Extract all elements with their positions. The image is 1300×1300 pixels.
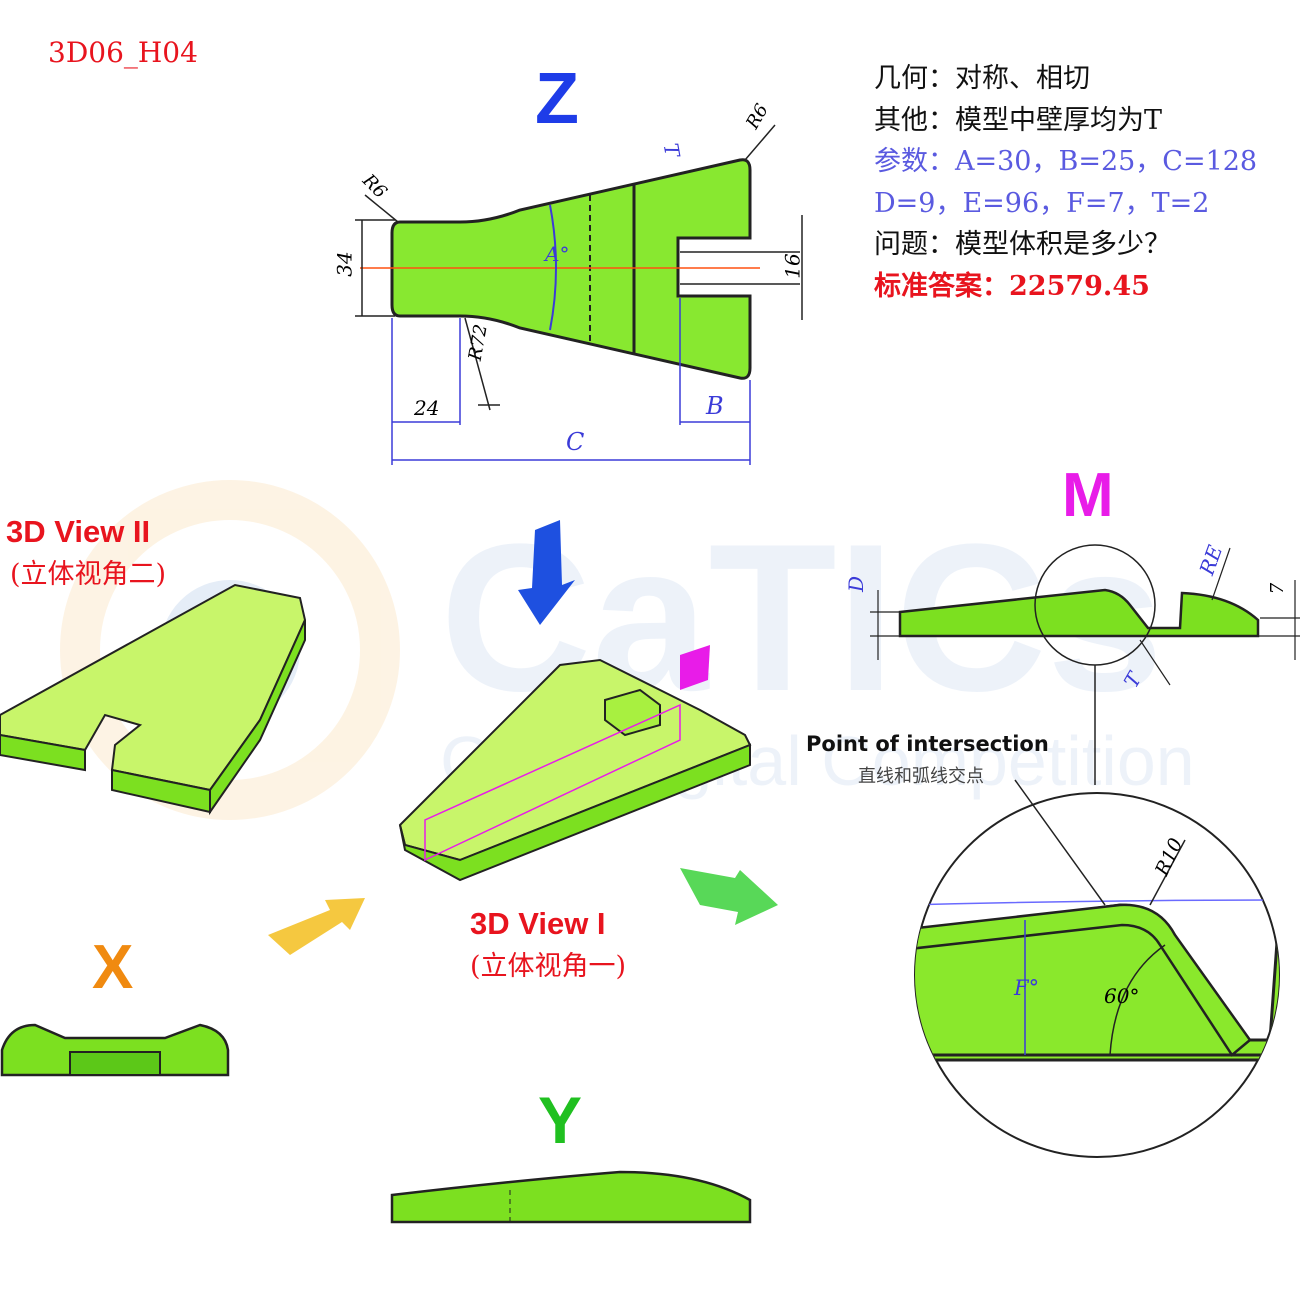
dim-detail-f: F° (1014, 976, 1040, 1000)
info-answer: 标准答案：22579.45 (874, 270, 1150, 302)
dim-detail-60: 60° (1104, 984, 1140, 1008)
x-view (0, 1023, 230, 1077)
dim-m-d: D (844, 575, 869, 593)
dim-a-angle: A° (545, 242, 570, 266)
view1-shape (398, 645, 752, 882)
detail-subtitle: 直线和弧线交点 (858, 766, 984, 787)
top-view-z (355, 124, 803, 465)
drawing-id: 3D06_H04 (48, 36, 198, 69)
detail-view (914, 779, 1280, 1158)
info-other: 其他：模型中壁厚均为T (874, 104, 1163, 136)
problem-info: 几何：对称、相切 其他：模型中壁厚均为T 参数：A=30，B=25，C=128 … (874, 58, 1257, 307)
z-view-label: Z (535, 59, 579, 139)
m-view-label: M (1062, 461, 1114, 530)
dim-34: 34 (332, 251, 357, 277)
dim-m-7: 7 (1267, 582, 1289, 595)
y-view-label: Y (538, 1083, 583, 1157)
info-question: 问题：模型体积是多少？ (874, 229, 1171, 260)
info-geometry: 几何：对称、相切 (874, 63, 1090, 94)
dim-c: C (566, 428, 585, 456)
x-direction-arrow (268, 898, 365, 955)
z-direction-arrow (518, 520, 575, 625)
y-direction-arrow (680, 868, 778, 925)
info-params-2: D=9，E=96，F=7，T=2 (874, 187, 1210, 219)
view2-subtitle: (立体视角二) (10, 559, 167, 590)
view1-title: 3D View I (470, 906, 606, 941)
detail-title: Point of intersection (806, 732, 1049, 756)
y-view (390, 1170, 752, 1224)
view2-shape (0, 583, 307, 816)
view1-subtitle: (立体视角一) (470, 951, 627, 982)
x-view-label: X (92, 933, 134, 1002)
dim-16: 16 (780, 253, 805, 279)
dim-24: 24 (414, 396, 440, 420)
dim-b: B (706, 392, 724, 420)
info-params-1: 参数：A=30，B=25，C=128 (874, 146, 1258, 177)
view2-title: 3D View II (6, 514, 151, 549)
m-section (870, 544, 1300, 785)
